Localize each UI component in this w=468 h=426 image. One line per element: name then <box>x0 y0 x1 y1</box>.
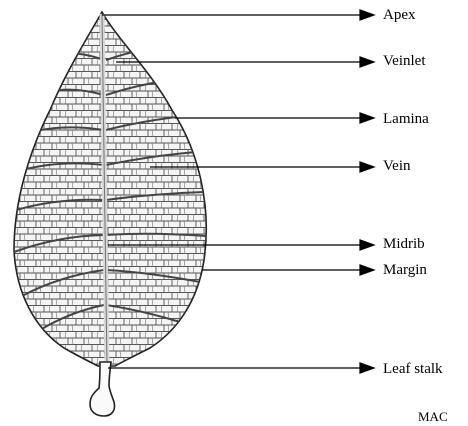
pointer-apex <box>102 10 374 20</box>
label-vein: Vein <box>383 157 411 175</box>
label-lamina: Lamina <box>383 110 429 128</box>
label-apex: Apex <box>383 6 416 24</box>
label-midrib: Midrib <box>383 235 425 253</box>
credit-text: MAC <box>418 408 448 426</box>
pointer-margin <box>202 265 374 275</box>
label-margin: Margin <box>383 261 427 279</box>
label-leaf-stalk: Leaf stalk <box>383 360 443 378</box>
leaf-stalk-shape <box>90 362 115 416</box>
pointer-lamina <box>175 113 374 123</box>
pointer-leaf-stalk <box>108 363 374 373</box>
pointer-veinlet <box>116 57 374 67</box>
label-veinlet: Veinlet <box>383 52 426 70</box>
